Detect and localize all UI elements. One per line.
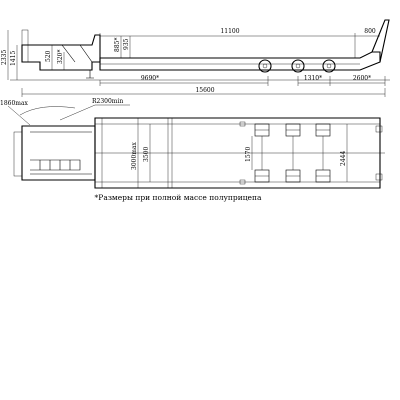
dim-2335: 2335: [1, 50, 8, 65]
dim-885: 885*: [114, 38, 121, 52]
dim-rear-overhang: 2600*: [353, 75, 371, 82]
dim-total-deck: 11100: [220, 28, 239, 35]
radius-leader: [59, 104, 130, 121]
swing-leader: [7, 105, 31, 126]
wheel-hub-1: [262, 63, 268, 69]
deck-outline: [99, 51, 381, 71]
dim-axle-spacing: 1310*: [304, 75, 322, 82]
front-headboard: [21, 29, 29, 63]
dim-overall-length: 15600: [195, 87, 214, 94]
dim-935: 935: [123, 38, 130, 50]
landing-gear: [86, 70, 94, 79]
dim-kingpin-axle: 9690*: [141, 75, 159, 82]
dim-line-2335: [7, 30, 18, 80]
dim-520: 520: [45, 50, 52, 62]
side-view: 11100 800 885* 935 520 320* 2335 1415 96…: [1, 19, 390, 97]
gooseneck-brace: [61, 44, 93, 63]
front-plate: [13, 131, 23, 177]
dim-1415: 1415: [10, 51, 17, 66]
rear-light-bottom: [375, 173, 383, 181]
top-view: 1860max R2300min 3000max 3500: [0, 98, 385, 189]
wheel-hub-3: [326, 63, 332, 69]
wheel-2: [291, 59, 305, 73]
dim-line-width: [137, 118, 151, 188]
dim-swing: 1860max: [0, 100, 29, 107]
drawing-note: *Размеры при полной массе полуприцепа: [95, 193, 262, 202]
dim-line-axles: [297, 76, 331, 86]
dim-radius: R2300min: [92, 98, 123, 105]
dim-3500: 3500: [143, 147, 150, 162]
swing-radius-arc: [19, 106, 76, 116]
dim-line-kingpin: [99, 76, 269, 86]
side-marker-2: [239, 179, 246, 185]
dim-line-deck: [99, 33, 356, 58]
axle-group-bottom: [254, 169, 331, 183]
wheel-1: [258, 59, 272, 73]
wheel-hub-2: [295, 63, 301, 69]
rear-light-top: [375, 125, 383, 133]
dim-320: 320*: [57, 50, 64, 64]
gooseneck-plan: [21, 125, 96, 181]
side-marker-1: [239, 121, 246, 127]
dim-line-885: [120, 36, 131, 58]
dim-2444: 2444: [340, 151, 347, 166]
axle-lines: [261, 136, 324, 170]
gooseneck-ribs: [39, 160, 71, 170]
dim-rear-deck: 800: [364, 28, 376, 35]
gooseneck-plan-detail: [30, 131, 92, 175]
dim-1570: 1570: [245, 147, 252, 162]
deck-plan-outline: [94, 117, 381, 189]
dim-line-overhang: [330, 76, 386, 86]
dim-line-overall: [21, 88, 386, 97]
axle-group-top: [254, 123, 331, 137]
wheel-3: [322, 59, 336, 73]
dim-3000max: 3000max: [131, 141, 138, 170]
dim-line-520: [51, 45, 65, 70]
